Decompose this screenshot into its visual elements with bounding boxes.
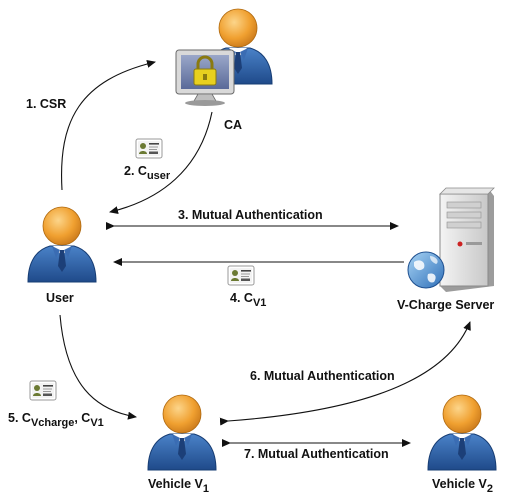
step-2-text: 2. C: [124, 164, 147, 178]
certificate-icon-user: [135, 138, 163, 159]
user-label: User: [46, 291, 74, 305]
step-2-label: 2. Cuser: [124, 165, 170, 182]
step-2-subscript: user: [146, 170, 171, 182]
step-5-text-b: , C: [74, 411, 91, 425]
step-5-label: 5. CVcharge, CV1: [8, 412, 104, 429]
arrow-cert-user: [109, 111, 213, 215]
globe-icon: [407, 251, 445, 289]
ca-label: CA: [224, 118, 243, 132]
lock-computer-icon: [175, 49, 235, 106]
certificate-icon-vcharge: [29, 380, 57, 401]
arrow-csr: [61, 59, 156, 191]
step-5-subscript-a: Vcharge: [30, 417, 75, 429]
vehicle-v2-text: Vehicle V: [432, 477, 487, 491]
server-label: V-Charge Server: [397, 298, 495, 312]
step-3-label: 3. Mutual Authentication: [178, 208, 323, 222]
vehicle-v1-person-icon: [147, 394, 217, 471]
vehicle-v2-person-icon: [427, 394, 497, 471]
step-1-label: 1. CSR: [26, 97, 67, 111]
step-5-text: 5. C: [8, 411, 31, 425]
vehicle-v1-subscript: 1: [202, 483, 210, 495]
step-4-text: 4. C: [230, 291, 253, 305]
vehicle-v2-subscript: 2: [486, 483, 494, 495]
vehicle-v1-label: Vehicle V1: [148, 478, 209, 495]
user-person-icon: [27, 206, 97, 283]
arrow-cert-vehicle: [59, 314, 137, 420]
step-4-label: 4. CV1: [230, 292, 266, 309]
step-5-subscript-b: V1: [90, 417, 104, 429]
vehicle-v2-label: Vehicle V2: [432, 478, 493, 495]
step-6-label: 6. Mutual Authentication: [250, 369, 395, 383]
step-7-label: 7. Mutual Authentication: [244, 447, 389, 461]
vehicle-v1-text: Vehicle V: [148, 477, 203, 491]
ca-node: [175, 8, 273, 106]
arrow-mutual-auth-vehicle-server: [219, 321, 471, 426]
server-icon: [439, 187, 495, 292]
certificate-icon-v1: [227, 265, 255, 286]
step-4-subscript: V1: [252, 297, 267, 309]
